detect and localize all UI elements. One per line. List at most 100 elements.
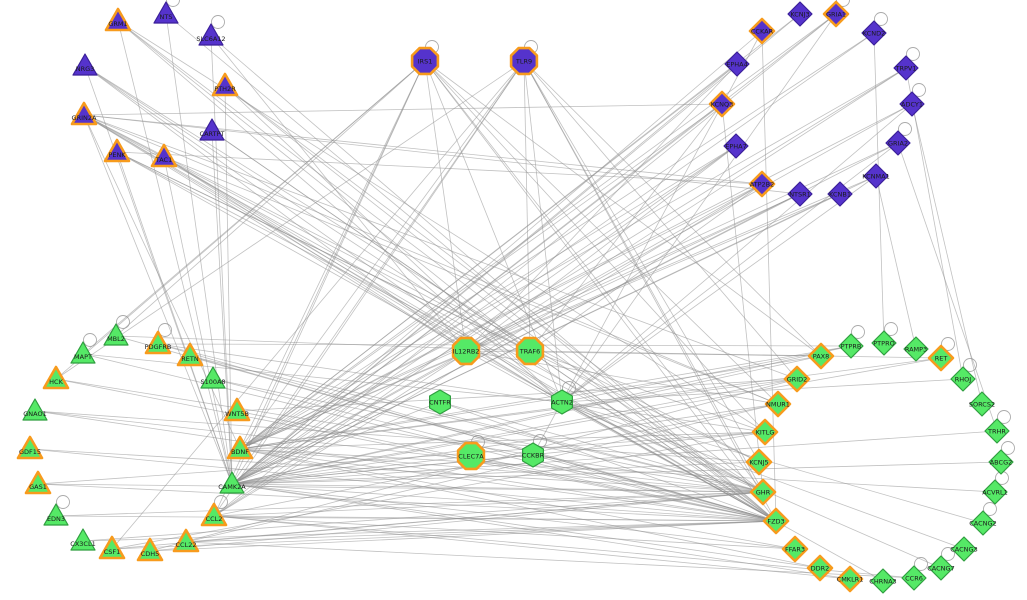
- node-IRS1[interactable]: IRS1: [410, 46, 440, 76]
- node-GRID2[interactable]: GRID2: [783, 365, 811, 393]
- node-EDN3[interactable]: EDN3: [43, 503, 69, 526]
- triangle-node-shape-MAPT[interactable]: [70, 341, 96, 364]
- hexagon-node-shape-CCKBR[interactable]: [521, 442, 545, 468]
- node-GRIN2A[interactable]: GRIN2A: [70, 101, 98, 126]
- triangle-node-shape-NRG3[interactable]: [72, 53, 98, 76]
- node-PDGFRB[interactable]: PDGFRB: [144, 330, 172, 355]
- node-CMKLR1[interactable]: CMKLR1: [836, 565, 864, 593]
- triangle-node-shape-GDF15[interactable]: [16, 435, 44, 460]
- hexagon-node-shape-ACTN2[interactable]: [550, 389, 574, 415]
- diamond-node-shape-RAMP3[interactable]: [903, 336, 929, 362]
- diamond-node-shape-GRIA1[interactable]: [822, 0, 850, 28]
- diamond-node-shape-PTPRO[interactable]: [871, 330, 897, 356]
- hexagon-node-shape-CNTFR[interactable]: [429, 389, 451, 415]
- triangle-node-shape-CAMK2A[interactable]: [219, 471, 245, 494]
- octagon-node-shape-IL12RB2[interactable]: [451, 336, 481, 366]
- diamond-node-shape-CMKLR1[interactable]: [836, 565, 864, 593]
- diamond-node-shape-DDR2[interactable]: [806, 554, 834, 582]
- triangle-node-shape-PENK[interactable]: [103, 138, 131, 163]
- diamond-node-shape-NTSR1[interactable]: [787, 181, 813, 207]
- triangle-node-shape-CX3CL1[interactable]: [70, 528, 96, 551]
- diamond-node-shape-ACVRL1[interactable]: [982, 479, 1008, 505]
- triangle-node-shape-RETN[interactable]: [176, 342, 204, 367]
- diamond-node-shape-SORCS2[interactable]: [969, 391, 995, 417]
- triangle-node-shape-CARTPT[interactable]: [199, 118, 225, 141]
- diamond-node-shape-ABCG2[interactable]: [988, 449, 1014, 475]
- triangle-node-shape-TAC1[interactable]: [150, 143, 178, 168]
- diamond-node-shape-CCR6[interactable]: [901, 565, 927, 591]
- node-CACNG3[interactable]: CACNG3: [950, 536, 978, 562]
- octagon-node-shape-IRS1[interactable]: [410, 46, 440, 76]
- diamond-node-shape-EPHA7[interactable]: [723, 133, 749, 159]
- diamond-node-shape-CCKAR[interactable]: [748, 17, 776, 45]
- node-RET[interactable]: RET: [927, 344, 955, 372]
- triangle-node-shape-GRM1[interactable]: [104, 7, 132, 32]
- diamond-node-shape-CHRNA3[interactable]: [870, 568, 896, 594]
- node-HCK[interactable]: HCK: [42, 365, 70, 390]
- triangle-node-shape-PDGFRB[interactable]: [144, 330, 172, 355]
- diamond-node-shape-TRPV1[interactable]: [893, 55, 919, 81]
- node-PTPRB[interactable]: PTPRB: [838, 333, 864, 359]
- diamond-node-shape-EPHA4[interactable]: [724, 51, 750, 77]
- node-ADCY1[interactable]: ADCY1: [899, 91, 925, 117]
- node-NTS[interactable]: NTS: [153, 1, 179, 24]
- triangle-node-shape-GAS1[interactable]: [24, 470, 52, 495]
- triangle-node-shape-WNT5B[interactable]: [223, 397, 251, 422]
- node-TRHR[interactable]: TRHR: [984, 418, 1010, 444]
- diamond-node-shape-KCNMA1[interactable]: [863, 163, 889, 189]
- node-CLEC7A[interactable]: CLEC7A: [456, 441, 486, 471]
- node-CNTFR[interactable]: CNTFR: [429, 389, 451, 415]
- diamond-node-shape-KCNJ5[interactable]: [745, 448, 773, 476]
- node-CHRNA3[interactable]: CHRNA3: [869, 568, 897, 594]
- diamond-node-shape-KCNJ3[interactable]: [787, 1, 813, 27]
- node-CX3CL1[interactable]: CX3CL1: [70, 528, 96, 551]
- triangle-node-shape-GRIN2A[interactable]: [70, 101, 98, 126]
- node-FFAR3[interactable]: FFAR3: [781, 535, 809, 563]
- node-NRG3[interactable]: NRG3: [72, 53, 98, 76]
- diamond-node-shape-CACNG3[interactable]: [951, 536, 977, 562]
- triangle-node-shape-CSF1[interactable]: [98, 535, 126, 560]
- node-KCNB1[interactable]: KCNB1: [827, 181, 853, 207]
- node-MAPT[interactable]: MAPT: [70, 341, 96, 364]
- node-KCND2[interactable]: KCND2: [861, 20, 887, 46]
- diamond-node-shape-ATP2B2[interactable]: [748, 170, 776, 198]
- node-GAS1[interactable]: GAS1: [24, 470, 52, 495]
- triangle-node-shape-SLC6A12[interactable]: [198, 23, 224, 46]
- node-TRPV1[interactable]: TRPV1: [893, 55, 919, 81]
- diamond-node-shape-CACNG7[interactable]: [928, 555, 954, 581]
- diamond-node-shape-RHOJ[interactable]: [950, 366, 976, 392]
- triangle-node-shape-EDN3[interactable]: [43, 503, 69, 526]
- node-FZD3[interactable]: FZD3: [762, 507, 790, 535]
- diamond-node-shape-TRHR[interactable]: [984, 418, 1010, 444]
- diamond-node-shape-KCND2[interactable]: [861, 20, 887, 46]
- node-TRAF6[interactable]: TRAF6: [515, 336, 545, 366]
- triangle-node-shape-CCL2[interactable]: [200, 502, 228, 527]
- node-CCKAR[interactable]: CCKAR: [748, 17, 776, 45]
- node-GDF15[interactable]: GDF15: [16, 435, 44, 460]
- triangle-node-shape-CCL22[interactable]: [172, 528, 200, 553]
- diamond-node-shape-GHR[interactable]: [749, 478, 777, 506]
- triangle-node-shape-MBL2[interactable]: [103, 323, 129, 346]
- node-CDH5[interactable]: CDH5: [136, 537, 164, 562]
- diamond-node-shape-KITLG[interactable]: [751, 418, 779, 446]
- triangle-node-shape-HCK[interactable]: [42, 365, 70, 390]
- node-GRIA2[interactable]: GRIA2: [885, 130, 911, 156]
- node-SORCS2[interactable]: SORCS2: [969, 391, 995, 417]
- diamond-node-shape-RET[interactable]: [927, 344, 955, 372]
- node-GRIA1[interactable]: GRIA1: [822, 0, 850, 28]
- node-ACVRL1[interactable]: ACVRL1: [982, 479, 1008, 505]
- octagon-node-shape-TRAF6[interactable]: [515, 336, 545, 366]
- node-IL12RB2[interactable]: IL12RB2: [451, 336, 481, 366]
- octagon-node-shape-TLR9[interactable]: [509, 46, 539, 76]
- triangle-node-shape-CDH5[interactable]: [136, 537, 164, 562]
- node-GHR[interactable]: GHR: [749, 478, 777, 506]
- diamond-node-shape-FFAR3[interactable]: [781, 535, 809, 563]
- node-NTSR1[interactable]: NTSR1: [787, 181, 813, 207]
- node-KCNJ3[interactable]: KCNJ3: [787, 1, 813, 27]
- diamond-node-shape-PAX8[interactable]: [807, 342, 835, 370]
- diamond-node-shape-NMUR1[interactable]: [764, 390, 792, 418]
- diamond-node-shape-PTPRB[interactable]: [838, 333, 864, 359]
- node-TLR9[interactable]: TLR9: [509, 46, 539, 76]
- node-PTH2R[interactable]: PTH2R: [211, 72, 239, 97]
- node-RHOJ[interactable]: RHOJ: [950, 366, 976, 392]
